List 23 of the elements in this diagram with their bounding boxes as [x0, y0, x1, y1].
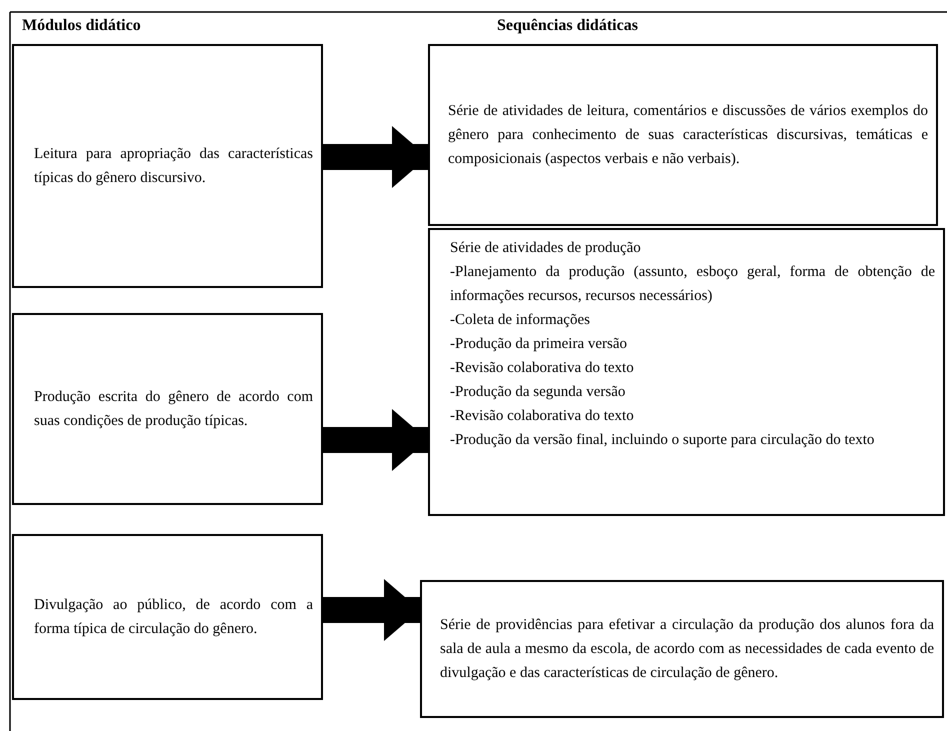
box-text: Série de atividades de produção: [450, 239, 642, 258]
text-box: [420, 580, 944, 718]
box-text: Leitura para apropriação das características típicas do gênero discursivo.: [34, 145, 313, 188]
box-text: -Produção da primeira versão: [450, 335, 628, 354]
box-text: Série de providências para efetivar a circulação da produção dos alunos fora da sala de aula a mesmo da escola, de acordo com as necessidades de cada evento de divulgação e das características de circulação de gênero.: [440, 616, 934, 683]
box-text: -Produção da segunda versão: [450, 383, 626, 402]
box-text: -Revisão colaborativa do texto: [450, 407, 635, 426]
box-text: Divulgação ao público, de acordo com a forma típica de circulação do gênero.: [34, 596, 313, 639]
box-text: Produção escrita do gênero de acordo com suas condições de produção típicas.: [34, 388, 313, 431]
text-box: [12, 534, 323, 700]
box-text: -Planejamento da produção (assunto, esboço geral, forma de obtenção de informações recursos, recursos necessários): [450, 263, 935, 306]
box-text: -Revisão colaborativa do texto: [450, 359, 635, 378]
box-text: -Coleta de informações: [450, 311, 591, 330]
block-arrow: [323, 126, 428, 188]
column-heading: Módulos didático: [22, 16, 141, 36]
text-box: [428, 228, 945, 516]
column-heading: Sequências didáticas: [497, 16, 638, 36]
text-box: [428, 44, 938, 226]
block-arrow: [323, 409, 428, 471]
box-text: -Produção da versão final, incluindo o suporte para circulação do texto: [450, 431, 876, 450]
box-text: Série de atividades de leitura, comentários e discussões de vários exemplos do gênero para conhecimento de suas características discursivas, temáticas e composicionais (aspectos verbais e não verbais).: [448, 102, 928, 169]
text-box: [12, 44, 323, 288]
text-box: [12, 313, 323, 505]
